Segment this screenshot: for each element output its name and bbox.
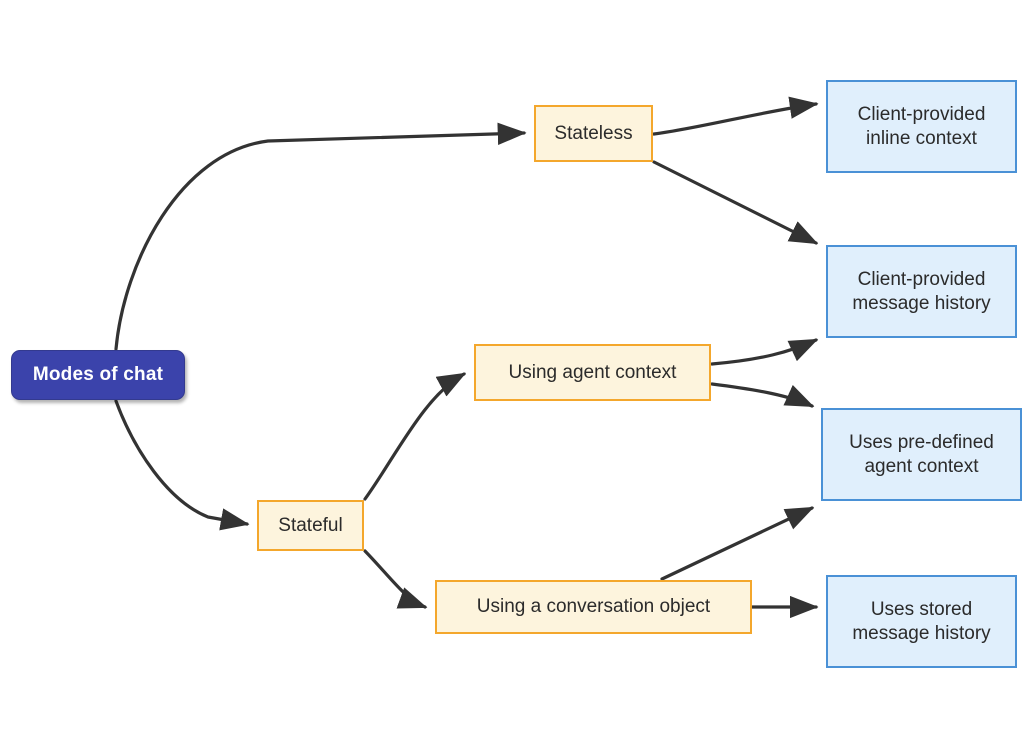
node-label: Modes of chat (32, 364, 164, 386)
node-label: Client-provided inline context (857, 104, 986, 149)
node-label: Uses stored message history (852, 599, 991, 644)
node-inline[interactable]: Client-provided inline context (826, 80, 1017, 173)
node-predef[interactable]: Uses pre-defined agent context (821, 408, 1022, 501)
edge-stateful-to-agentctx (363, 372, 467, 501)
node-stateless[interactable]: Stateless (534, 105, 653, 162)
node-msghist[interactable]: Client-provided message history (826, 245, 1017, 338)
node-label: Using a conversation object (476, 596, 711, 618)
node-label: Uses pre-defined agent context (849, 432, 994, 477)
node-convobj[interactable]: Using a conversation object (435, 580, 752, 634)
node-agentctx[interactable]: Using agent context (474, 344, 711, 401)
edge-agentctx-to-msghist (710, 338, 819, 366)
node-stateful[interactable]: Stateful (257, 500, 364, 551)
node-root[interactable]: Modes of chat (11, 350, 185, 400)
node-label: Stateless (554, 122, 633, 144)
edge-stateless-to-inline (652, 96, 819, 136)
node-stored[interactable]: Uses stored message history (826, 575, 1017, 668)
node-label: Using agent context (508, 361, 677, 383)
node-label: Client-provided message history (852, 269, 991, 314)
edge-stateless-to-msghist (652, 160, 819, 245)
edge-convobj-to-predef (660, 506, 815, 581)
edge-root-to-stateless (114, 122, 527, 351)
edge-stateful-to-convobj (363, 549, 428, 609)
node-label: Stateful (278, 514, 343, 536)
edge-root-to-stateful (114, 399, 250, 531)
edge-agentctx-to-predef (710, 382, 815, 408)
